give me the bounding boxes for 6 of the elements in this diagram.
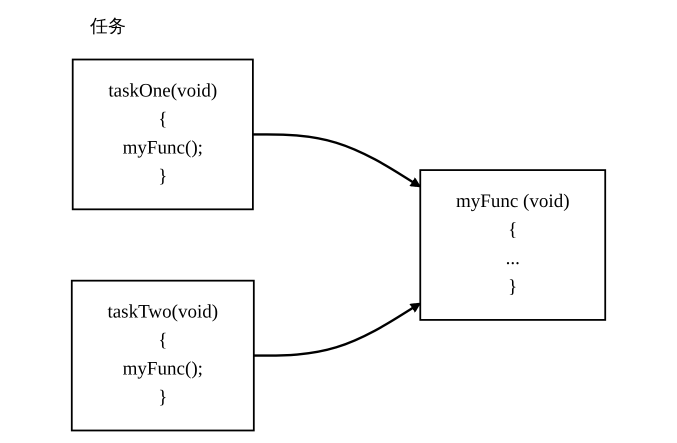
- diagram-title: 任务: [90, 15, 126, 38]
- node-box: taskOne(void) { myFunc(); }: [72, 58, 254, 210]
- node-box: taskTwo(void) { myFunc(); }: [70, 280, 255, 432]
- arrow: [252, 133, 421, 188]
- node-box: myFunc (void) { ... }: [419, 169, 606, 321]
- arrow: [254, 302, 421, 357]
